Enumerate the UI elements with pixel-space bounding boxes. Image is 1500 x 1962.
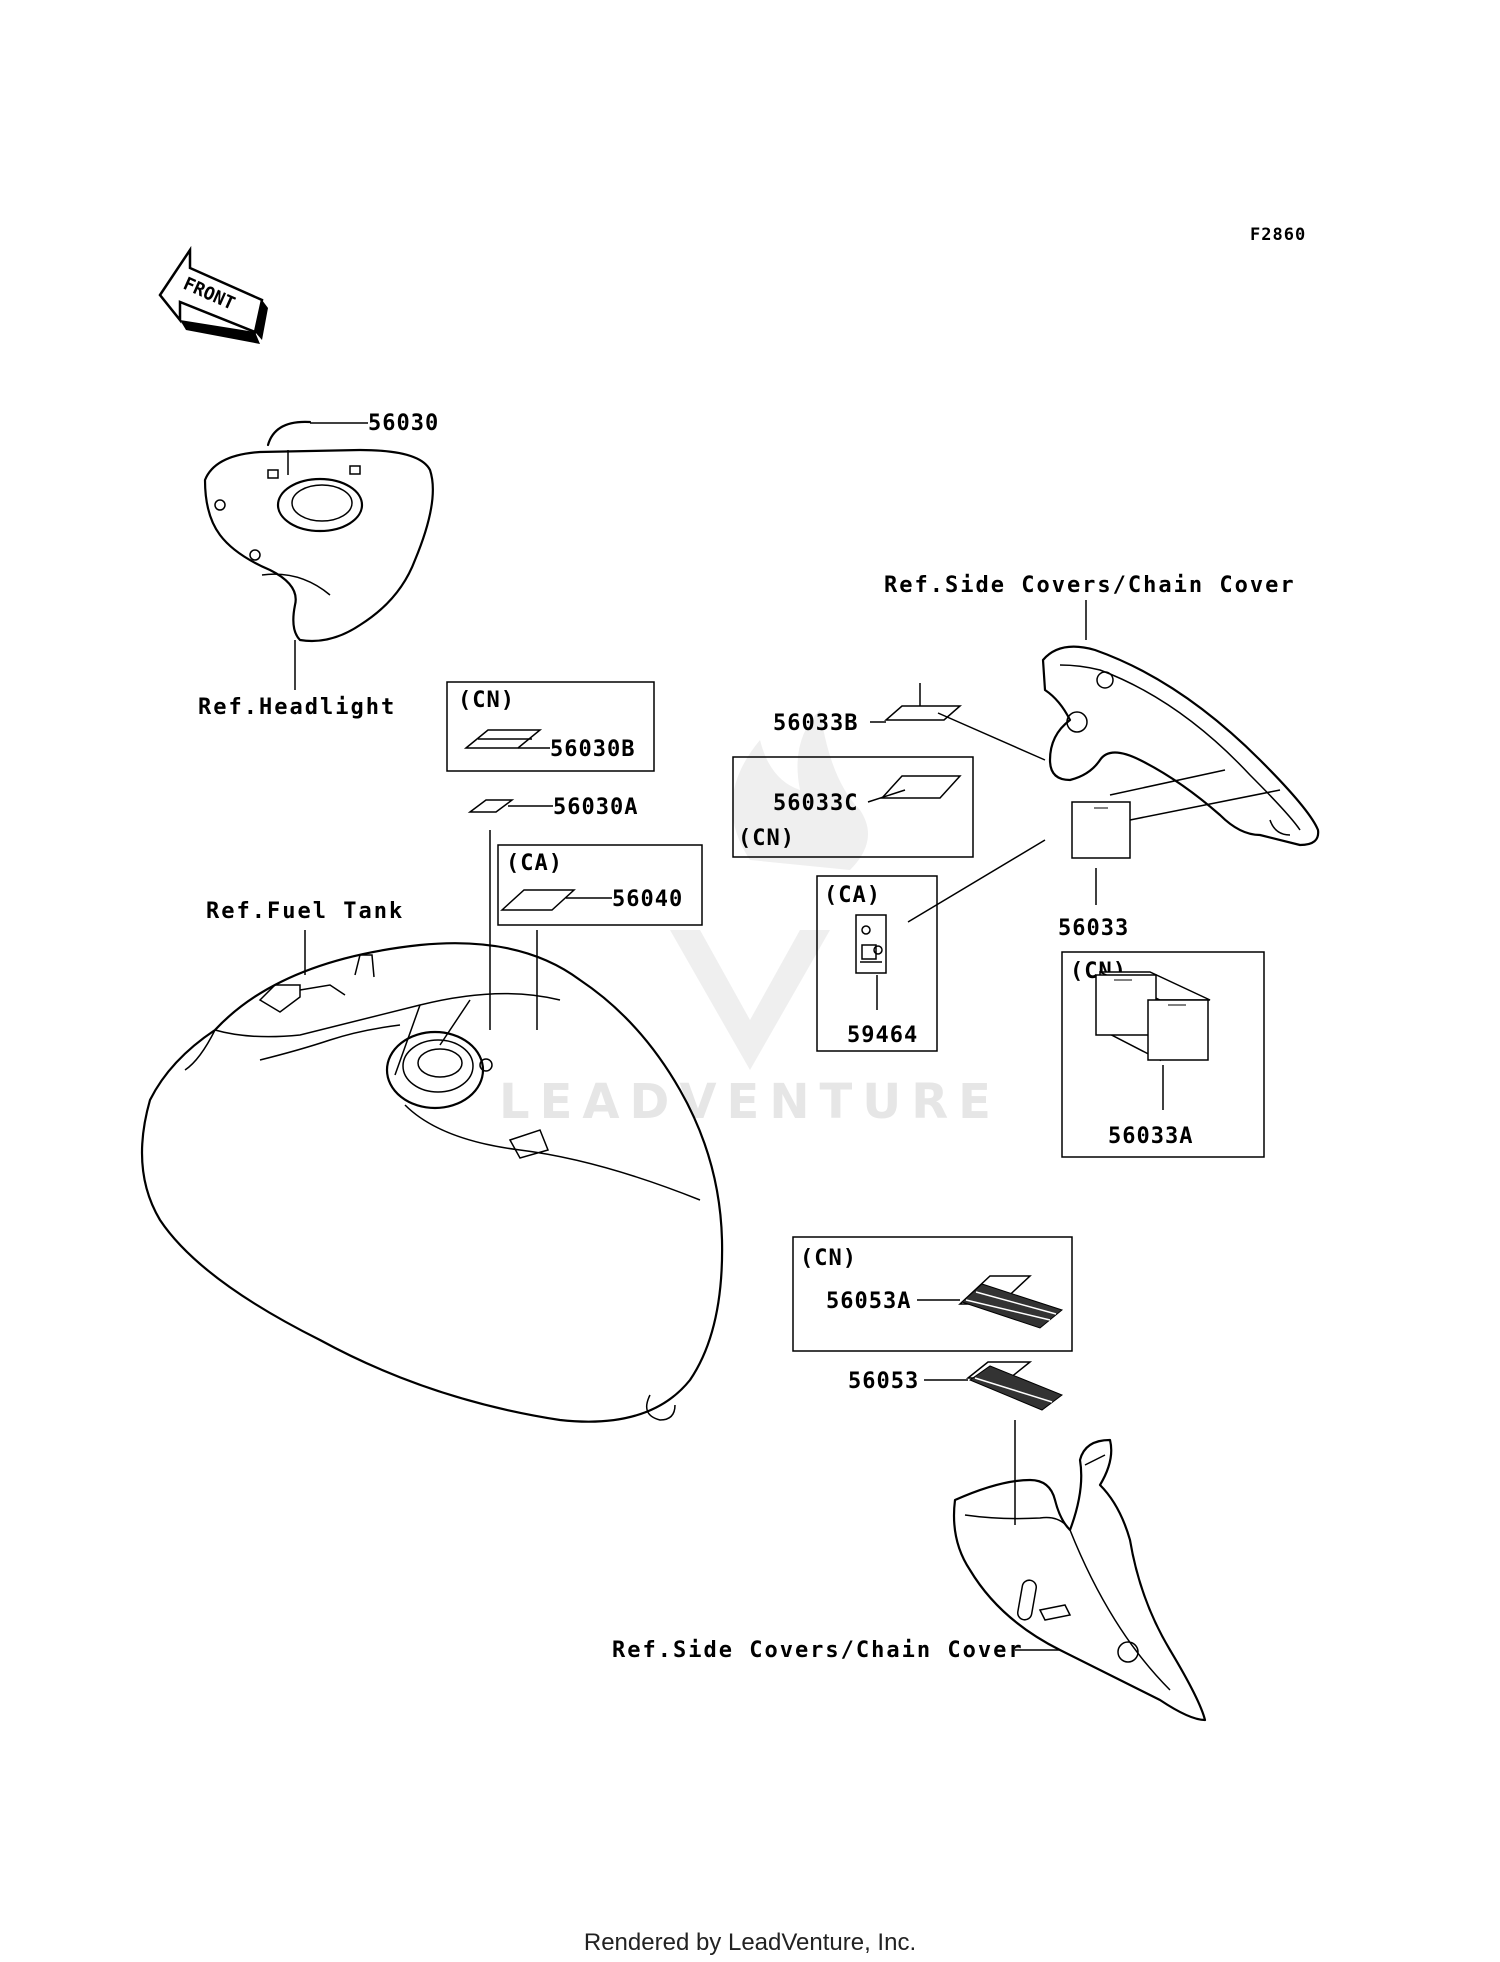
label-56030: 56030	[368, 411, 439, 436]
fuel-tank	[140, 942, 724, 1423]
decal-56053A	[958, 1275, 1064, 1329]
label-59464: 59464	[847, 1023, 918, 1048]
decal-56040	[500, 889, 576, 911]
tag-ca-59464: (CA)	[824, 883, 881, 908]
decal-56030A	[467, 799, 515, 813]
box-56040	[497, 844, 703, 926]
label-56030B: 56030B	[550, 737, 635, 762]
label-56040: 56040	[612, 887, 683, 912]
diagram-code: F2860	[1250, 225, 1306, 245]
decal-56033	[1071, 801, 1131, 859]
label-56030A: 56030A	[553, 795, 638, 820]
box-56033C	[732, 756, 974, 858]
label-56033B: 56033B	[773, 711, 858, 736]
decal-56033B	[884, 705, 962, 721]
front-arrow-icon: FRONT	[158, 245, 268, 344]
label-56053: 56053	[848, 1369, 919, 1394]
side-cover-top	[1041, 645, 1320, 847]
label-56033A: 56033A	[1108, 1124, 1193, 1149]
decal-56053	[965, 1361, 1064, 1411]
label-56033C: 56033C	[773, 791, 858, 816]
watermark: LEADVENTURE	[499, 710, 1001, 1130]
box-56053A	[792, 1236, 1073, 1352]
ref-headlight: Ref.Headlight	[198, 695, 396, 720]
tag-cn-56053A: (CN)	[800, 1246, 857, 1271]
side-cover-bottom	[952, 1438, 1207, 1722]
tag-cn-56030B: (CN)	[458, 688, 515, 713]
box-59464	[816, 875, 938, 1052]
tag-ca-56040: (CA)	[506, 851, 563, 876]
ref-side-covers-bottom: Ref.Side Covers/Chain Cover	[612, 1638, 1024, 1663]
box-56030B	[446, 681, 655, 772]
label-56033: 56033	[1058, 916, 1129, 941]
footer-credit: Rendered by LeadVenture, Inc.	[584, 1929, 916, 1956]
warning-decal-icon	[855, 914, 887, 974]
ref-side-covers-top: Ref.Side Covers/Chain Cover	[884, 573, 1296, 598]
box-56033A	[1061, 951, 1265, 1158]
label-56053A: 56053A	[826, 1289, 911, 1314]
tag-cn-56033C: (CN)	[738, 826, 795, 851]
decal-56033C	[880, 775, 962, 799]
headlight-cover	[203, 420, 434, 643]
ref-fuel-tank: Ref.Fuel Tank	[206, 899, 404, 924]
watermark-text: LEADVENTURE	[499, 1074, 1001, 1130]
